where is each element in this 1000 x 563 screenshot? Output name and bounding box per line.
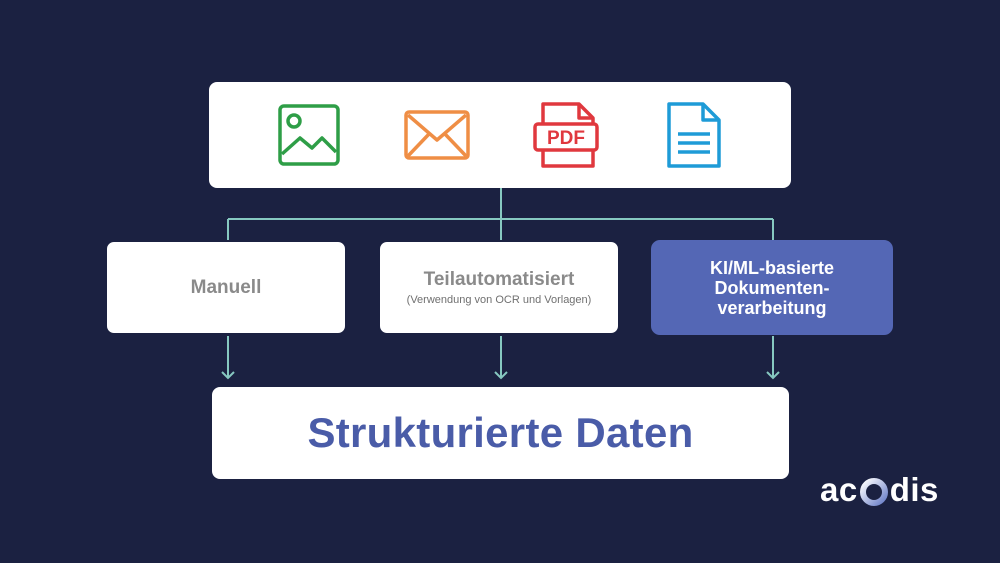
- logo-o-icon: [859, 477, 889, 507]
- logo-text-end: dis: [889, 471, 939, 508]
- method-ai-title: KI/ML-basierte Dokumenten-verarbeitung: [709, 257, 835, 318]
- acodis-logo: ac dis: [820, 470, 939, 510]
- document-icon: [659, 100, 729, 170]
- method-ai-processing: KI/ML-basierte Dokumenten-verarbeitung: [651, 240, 893, 335]
- method-partial-automation: Teilautomatisiert (Verwendung von OCR un…: [378, 240, 620, 335]
- pdf-label: PDF: [547, 128, 585, 149]
- method-manual: Manuell: [105, 240, 347, 335]
- pdf-icon: PDF: [531, 100, 601, 170]
- method-manual-title: Manuell: [190, 276, 262, 298]
- mail-icon: [402, 100, 472, 170]
- result-box: Strukturierte Daten: [212, 387, 789, 479]
- logo-text-start: ac: [820, 471, 858, 508]
- method-partial-subtitle: (Verwendung von OCR und Vorlagen): [406, 294, 592, 306]
- image-icon: [274, 100, 344, 170]
- source-panel: PDF: [209, 82, 791, 188]
- result-title: Strukturierte Daten: [307, 409, 694, 456]
- method-partial-title: Teilautomatisiert: [423, 269, 575, 290]
